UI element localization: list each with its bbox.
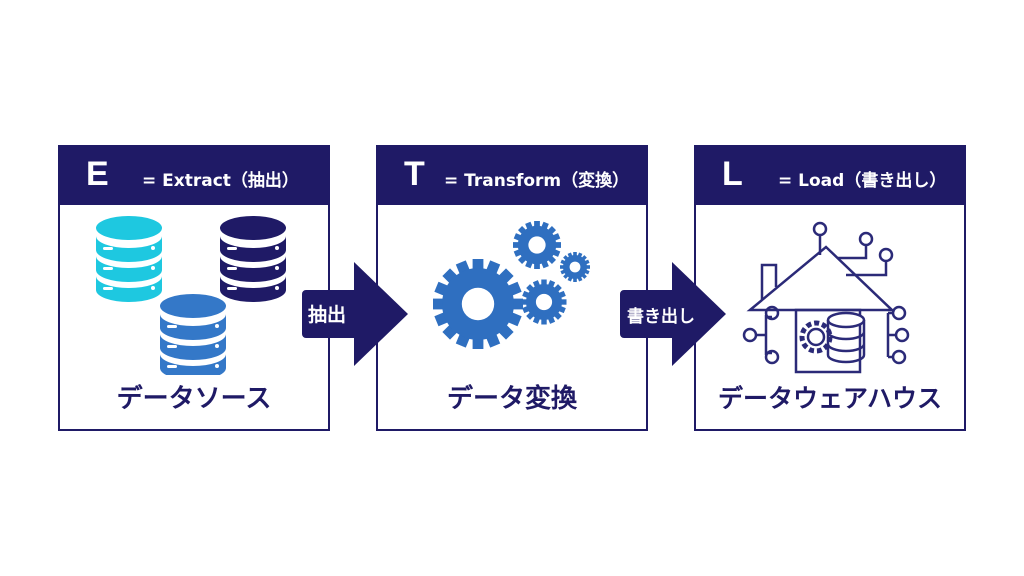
stage-label: データソース bbox=[116, 384, 272, 414]
arrow-label: 抽出 bbox=[308, 304, 347, 326]
stage-subtitle: = Load（書き出し） bbox=[778, 171, 947, 191]
database-icon bbox=[96, 216, 286, 375]
data-warehouse-house-icon bbox=[742, 221, 910, 374]
stage-letter: E bbox=[86, 155, 109, 193]
stage-header: T = Transform（変換） bbox=[378, 147, 646, 205]
stage-header: E = Extract（抽出） bbox=[60, 147, 328, 205]
stage-subtitle: = Transform（変換） bbox=[444, 171, 630, 191]
stage-label: データウェアハウス bbox=[717, 384, 942, 413]
stage-letter: T bbox=[404, 155, 425, 193]
arrow-label: 書き出し bbox=[627, 307, 695, 327]
stage-letter: L bbox=[722, 155, 743, 193]
gears-icon bbox=[433, 221, 590, 349]
stage-transform: T = Transform（変換） データ変換 bbox=[376, 145, 648, 431]
stage-label: データ変換 bbox=[446, 384, 577, 414]
arrow-right-icon bbox=[620, 262, 726, 366]
stage-load: L = Load（書き出し） データウェアハウス bbox=[694, 145, 966, 431]
arrow-right-icon bbox=[302, 262, 408, 366]
stage-extract: E = Extract（抽出） データソース bbox=[58, 145, 330, 431]
stage-subtitle: = Extract（抽出） bbox=[142, 171, 299, 191]
stage-header: L = Load（書き出し） bbox=[696, 147, 964, 205]
